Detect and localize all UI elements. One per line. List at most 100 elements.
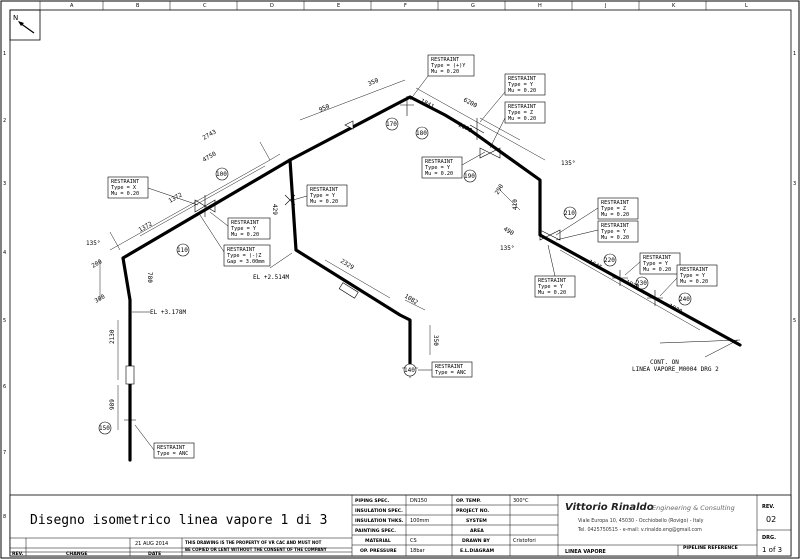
svg-text:PAINTING SPEC.: PAINTING SPEC. [355,528,396,534]
grid-row-5: 5 [3,318,6,324]
restraint-box: RESTRAINT Type = ANC [134,424,195,459]
pipeline [121,95,742,462]
property-note: BE COPIED OR LENT WITHOUT THE CONSENT OF… [185,547,327,552]
svg-text:18bar: 18bar [410,548,426,554]
svg-text:6200: 6200 [462,97,478,110]
svg-text:Mu = 0.20: Mu = 0.20 [508,88,536,94]
grid-col-K: K [672,3,676,9]
svg-text:410: 410 [512,199,519,210]
angle-labels: 135° 135° 135° [86,160,575,252]
svg-text:E.L.DIAGRAM: E.L.DIAGRAM [460,548,494,554]
svg-text:Mu = 0.20: Mu = 0.20 [425,171,453,177]
grid-row-4: 4 [3,250,6,256]
svg-text:290: 290 [494,183,506,196]
pipe-main-run [121,95,742,462]
elevation-label: EL +2.514M [253,274,290,281]
grid-row-6: 6 [3,384,6,390]
company-address: Viale Europa 10, 45030 - Occhiobello (Ro… [578,518,704,524]
grid-col-A: A [70,3,74,9]
svg-text:Type = Y: Type = Y [680,273,706,279]
svg-text:RESTRAINT: RESTRAINT [508,104,536,110]
svg-text:Mu = 0.20: Mu = 0.20 [538,290,566,296]
grid-reference: A B C D E F G H J K L 1 2 3 4 5 6 7 8 1 … [3,1,796,520]
svg-text:Mu = 0.20: Mu = 0.20 [601,235,629,241]
restraint-callouts: RESTRAINT Type = (+)Y Mu = 0.20 RESTRAIN… [107,54,718,459]
company-contact: Tel. 0425750515 - e-mail: v.rinaldo.eng@… [577,527,702,533]
svg-text:INSULATION SPEC.: INSULATION SPEC. [355,508,403,514]
svg-text:100mm: 100mm [410,518,429,524]
restraint-box: RESTRAINT Type = Y Mu = 0.20 [292,184,348,207]
restraint-box: RESTRAINT Type = Y Mu = 0.20 [479,73,546,123]
grid-col-G: G [471,3,475,9]
drawing-title: Disegno isometrico linea vapore 1 di 3 [30,513,327,528]
svg-text:RESTRAINT: RESTRAINT [310,187,338,193]
svg-text:DN150: DN150 [410,498,427,504]
elevation-label: EL +3.178M [150,309,187,316]
svg-text:989: 989 [109,399,116,410]
svg-text:2070: 2070 [457,122,473,135]
svg-text:Type = Y: Type = Y [425,165,451,171]
grid-col-C: C [203,3,207,9]
date-column-header: DATE [148,551,161,557]
svg-text:1082: 1082 [403,293,419,307]
grid-row-8: 8 [3,514,6,520]
restraint-box: RESTRAINT Type = ANC [418,361,473,378]
property-note: THIS DRAWING IS THE PROPERTY OF VR CAC A… [185,540,322,545]
svg-text:300°C: 300°C [513,498,529,504]
restraint-box: RESTRAINT Type = X Mu = 0.20 [107,176,199,206]
north-label: N [13,14,18,22]
grid-row-3: 3 [3,181,6,187]
svg-text:2743: 2743 [202,128,218,141]
svg-text:350: 350 [367,77,380,88]
line-name: LINEA VAPORE [565,549,606,555]
svg-text:135°: 135° [86,240,100,247]
svg-text:CS: CS [410,538,417,544]
drg-value: 1 of 3 [762,546,782,554]
svg-text:780: 780 [146,272,153,283]
svg-text:Type = Y: Type = Y [310,193,336,199]
svg-text:Mu = 0.20: Mu = 0.20 [643,267,671,273]
svg-text:Type = Z: Type = Z [508,110,533,116]
restraint-box: RESTRAINT Type = Y Mu = 0.20 [534,244,576,298]
svg-text:RESTRAINT: RESTRAINT [680,267,708,273]
node-label: 180 [416,130,427,137]
restraint-box: RESTRAINT Type = Y Mu = 0.20 [421,151,486,179]
node-label: 220 [604,257,615,264]
svg-text:135°: 135° [500,245,514,252]
dimension-lines [99,79,741,430]
svg-text:MATERIAL: MATERIAL [365,538,391,544]
pipe-branch [288,158,412,372]
node-label: 170 [386,121,397,128]
svg-text:PIPING SPEC.: PIPING SPEC. [355,498,390,504]
svg-text:350: 350 [432,335,439,346]
svg-text:RESTRAINT: RESTRAINT [508,76,536,82]
svg-text:Type = (+)Y: Type = (+)Y [431,63,466,69]
svg-text:1372: 1372 [138,220,154,233]
grid-row-1-right: 1 [793,51,796,57]
elevation-labels: EL +3.178M EL +2.514M [150,274,290,316]
restraint-box: RESTRAINT Type = (+)Y Mu = 0.20 [409,54,475,101]
node-markers: 170 180 190 100 110 140 150 210 220 230 … [98,117,692,435]
grid-col-J: J [604,3,606,9]
svg-text:Mu = 0.20: Mu = 0.20 [508,116,536,122]
grid-row-7: 7 [3,450,6,456]
support-symbols [124,96,663,432]
grid-col-F: F [404,3,407,9]
svg-text:RESTRAINT: RESTRAINT [227,247,255,253]
svg-text:Mu = 0.20: Mu = 0.20 [680,279,708,285]
svg-text:1372: 1372 [168,191,184,204]
svg-text:4750: 4750 [202,150,218,163]
svg-text:Type = (-)Z: Type = (-)Z [227,253,261,259]
restraint-box: RESTRAINT Type = Z Mu = 0.20 [489,101,546,149]
node-label: 190 [464,173,475,180]
svg-text:Type = Z: Type = Z [601,206,626,212]
svg-text:LINEA VAPORE_M0004 DRG 2: LINEA VAPORE_M0004 DRG 2 [632,366,719,373]
svg-text:DRAWN BY: DRAWN BY [462,538,490,544]
rev-column-header: REV. [12,551,24,557]
svg-text:RESTRAINT: RESTRAINT [431,57,459,63]
svg-text:RESTRAINT: RESTRAINT [231,220,259,226]
svg-text:AREA: AREA [470,528,484,534]
svg-text:429: 429 [271,204,278,215]
svg-text:Mu = 0.20: Mu = 0.20 [601,212,629,218]
